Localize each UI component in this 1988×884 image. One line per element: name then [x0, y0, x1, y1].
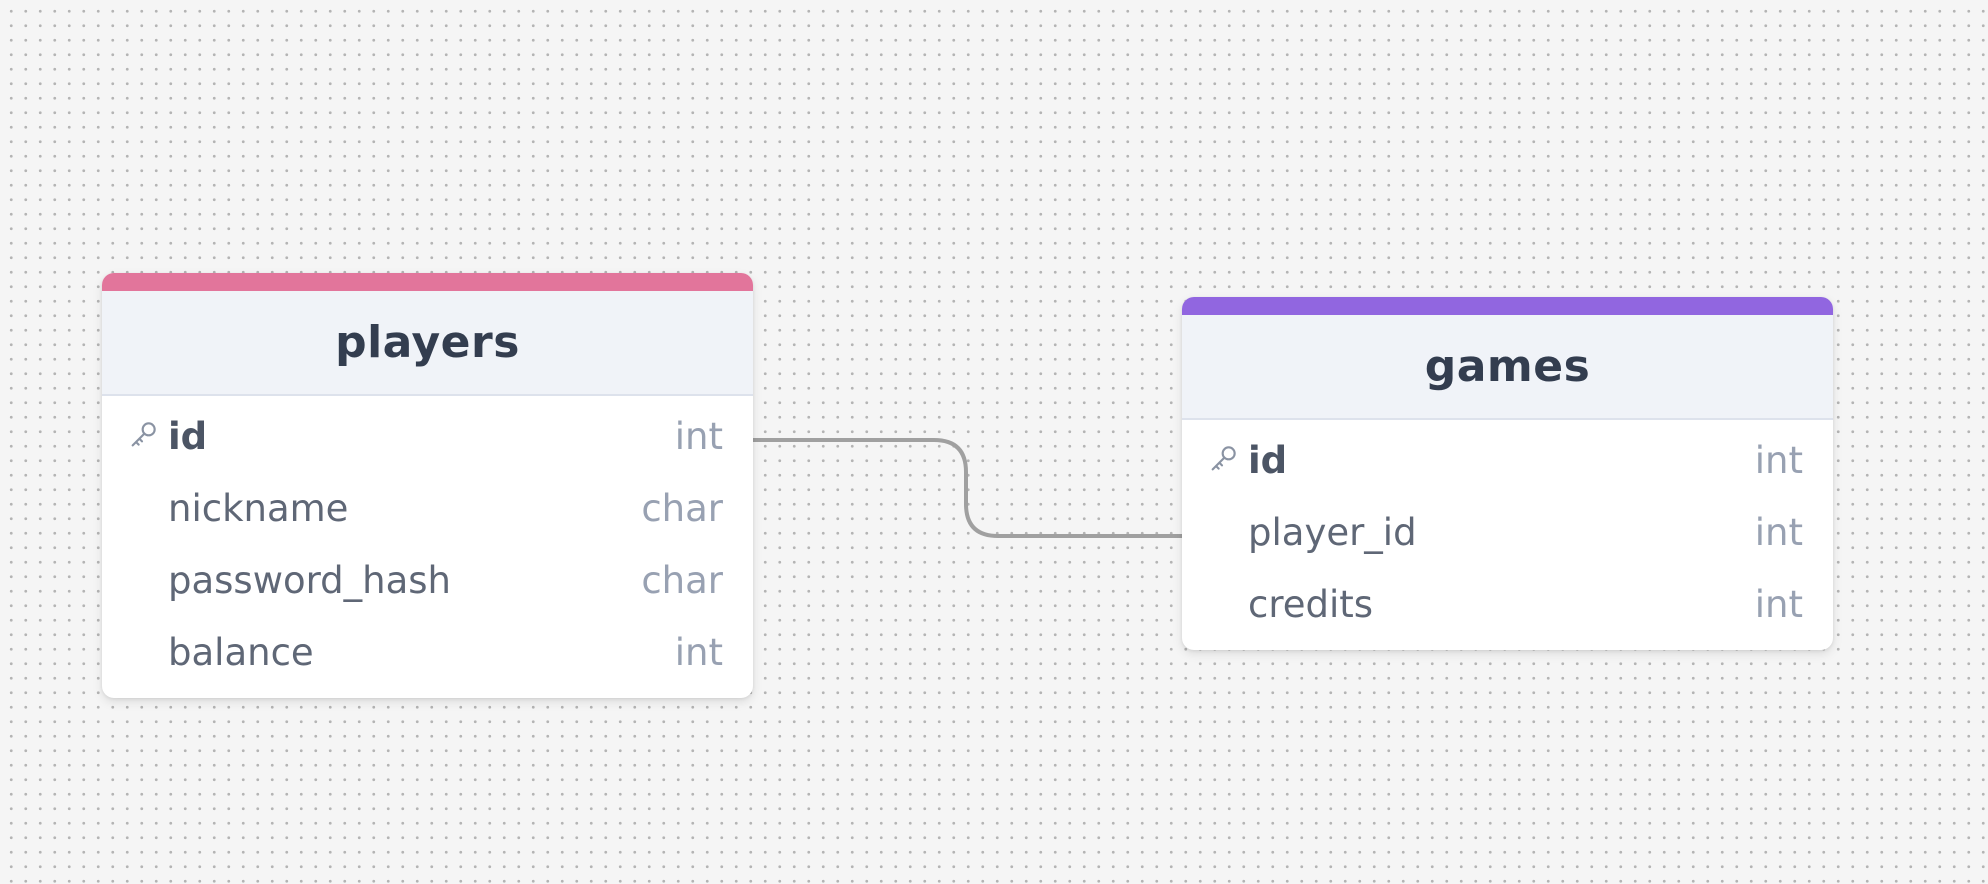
field-name: password_hash	[168, 558, 452, 602]
table-players[interactable]: players id int nickname char pa	[102, 273, 753, 698]
key-icon	[1208, 442, 1240, 478]
field-name: id	[168, 414, 208, 458]
key-icon	[128, 418, 160, 454]
field-row-nickname[interactable]: nickname char	[102, 472, 753, 544]
field-row-credits[interactable]: credits int	[1182, 568, 1833, 640]
field-name: player_id	[1248, 510, 1417, 554]
table-title: players	[335, 317, 520, 368]
table-games[interactable]: games id int player_id int cred	[1182, 297, 1833, 650]
field-name: id	[1248, 438, 1288, 482]
field-name: nickname	[168, 486, 349, 530]
field-name: credits	[1248, 582, 1374, 626]
field-row-id[interactable]: id int	[1182, 424, 1833, 496]
table-header[interactable]: players	[102, 291, 753, 396]
field-name: balance	[168, 630, 314, 674]
table-title: games	[1424, 341, 1591, 392]
field-row-player-id[interactable]: player_id int	[1182, 496, 1833, 568]
relationship-connector-players-id-games-player_id[interactable]	[753, 438, 1182, 538]
field-type: char	[641, 486, 723, 530]
field-list: id int nickname char password_hash char …	[102, 396, 753, 698]
field-type: int	[674, 414, 723, 458]
table-header[interactable]: games	[1182, 315, 1833, 420]
field-row-id[interactable]: id int	[102, 400, 753, 472]
field-type: int	[674, 630, 723, 674]
field-type: char	[641, 558, 723, 602]
table-accent-bar	[102, 273, 753, 291]
field-list: id int player_id int credits int	[1182, 420, 1833, 650]
field-type: int	[1754, 510, 1803, 554]
field-type: int	[1754, 438, 1803, 482]
table-accent-bar	[1182, 297, 1833, 315]
field-row-password-hash[interactable]: password_hash char	[102, 544, 753, 616]
field-row-balance[interactable]: balance int	[102, 616, 753, 688]
field-type: int	[1754, 582, 1803, 626]
